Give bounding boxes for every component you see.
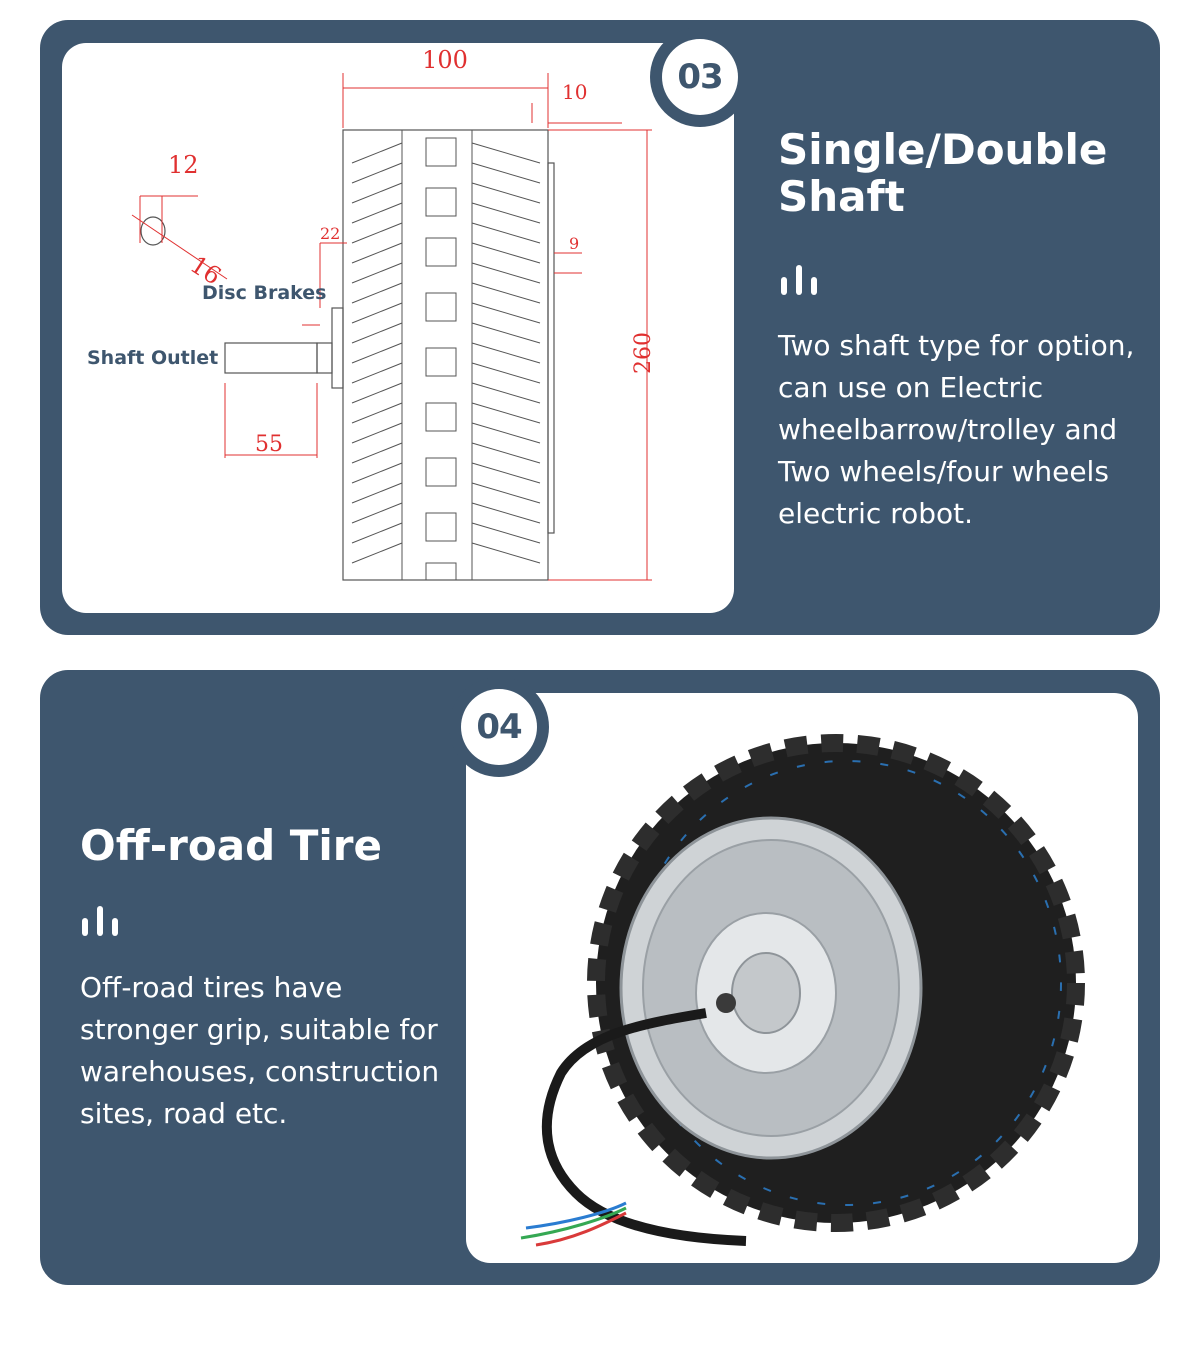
dim-brake-22: 22: [320, 224, 340, 243]
dimension-drawing: 100 10 12 16 22 9 260 55 Disc Brakes Sha…: [87, 46, 656, 581]
badge-number: 03: [662, 39, 738, 115]
section-description: Two shaft type for option, can use on El…: [778, 329, 1135, 530]
wheel-side-view: [140, 129, 555, 581]
section-description: Off-road tires have stronger grip, suita…: [80, 971, 440, 1130]
wheel-illustration: [520, 734, 1085, 1247]
badge-number: 04: [461, 689, 537, 765]
dim-shaft-55: 55: [255, 432, 283, 457]
dimension-lines: [131, 73, 652, 581]
vertical-bars-icon: [82, 906, 122, 936]
section-off-road-tire: 04 Off-road Tire Off-road tires have str…: [40, 670, 1160, 1285]
dim-hub-9: 9: [569, 234, 579, 253]
label-shaft-outlet: Shaft Outlet: [87, 347, 218, 369]
dim-height-260: 260: [631, 332, 656, 374]
badge-03: 03: [650, 27, 750, 127]
dim-flange-10: 10: [562, 80, 587, 104]
section-title: Off-road Tire: [80, 821, 382, 870]
section-title: Single/Double Shaft: [778, 125, 1108, 221]
badge-04: 04: [449, 677, 549, 777]
dim-width-100: 100: [422, 46, 468, 74]
hub-motor-wheel-photo: [466, 693, 1138, 1263]
label-disc-brakes: Disc Brakes: [202, 282, 326, 304]
dim-shaft-12: 12: [168, 151, 199, 179]
shaft-technical-drawing: 100 10 12 16 22 9 260 55 Disc Brakes Sha…: [62, 43, 734, 613]
vertical-bars-icon: [781, 265, 821, 295]
section-single-double-shaft: 100 10 12 16 22 9 260 55 Disc Brakes Sha…: [40, 20, 1160, 635]
cable-shape: [541, 1008, 747, 1246]
